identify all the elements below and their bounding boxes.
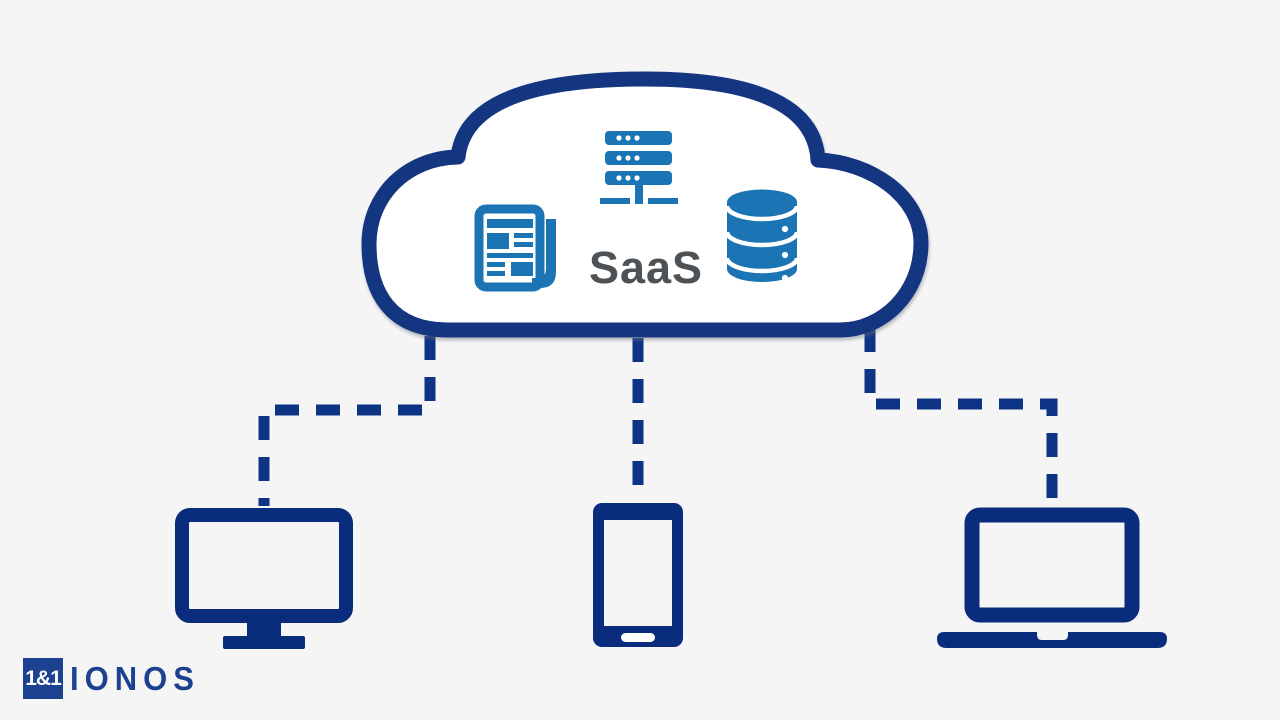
- connector-right: [864, 328, 1058, 506]
- newspaper-icon: [474, 204, 556, 292]
- ionos-logo-mark: 1&1: [23, 658, 63, 699]
- database-icon: [724, 189, 800, 282]
- connector-left: [258, 336, 436, 506]
- desktop-monitor: [175, 508, 353, 649]
- smartphone: [593, 503, 683, 647]
- ionos-logo: 1&1 IONOS: [23, 658, 200, 699]
- cloud-label: SaaS: [588, 242, 704, 293]
- laptop: [937, 507, 1167, 648]
- ionos-logo-text: IONOS: [70, 659, 200, 698]
- server-icon: [600, 131, 678, 204]
